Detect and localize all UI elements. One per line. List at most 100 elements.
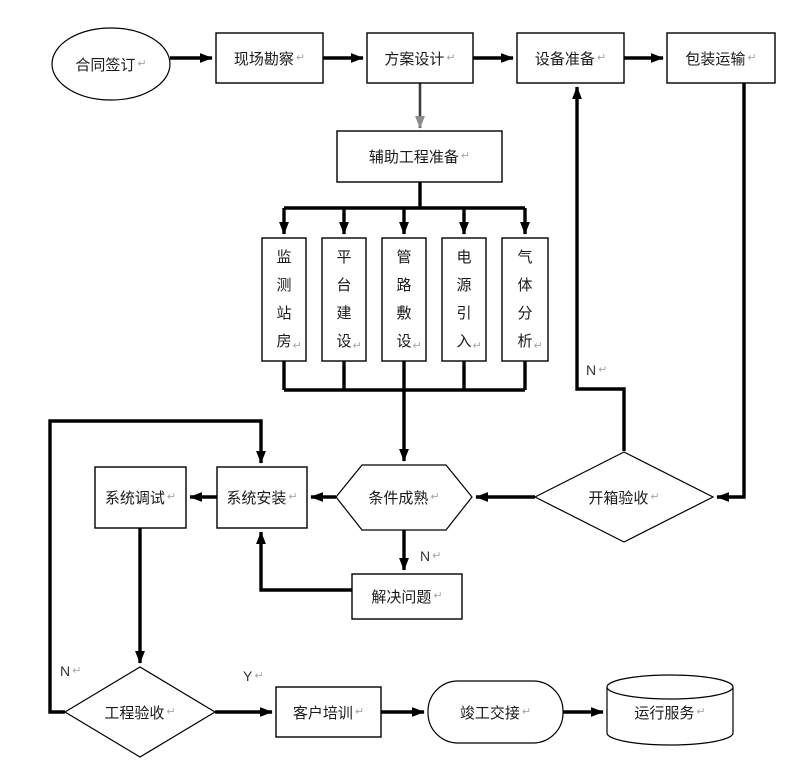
- branch-label-acceptance-yes-text: Y: [243, 668, 253, 684]
- return-mark: ↵: [696, 705, 706, 718]
- vertical-char: 电: [456, 248, 472, 266]
- return-mark: ↵: [166, 705, 176, 718]
- node-customer-training-shape: [275, 686, 382, 738]
- node-customer-training-text: 客户培训: [292, 704, 353, 722]
- node-customer-training-label: 客户培训↵: [276, 687, 381, 737]
- vertical-char: 建: [336, 304, 352, 322]
- vertical-char: 设: [396, 332, 412, 350]
- node-project-acceptance-label: 工程验收↵: [65, 667, 215, 757]
- node-system-install-text: 系统安装: [226, 490, 287, 507]
- return-mark: ↵: [412, 339, 422, 352]
- node-unpacking-inspection-shape: [533, 451, 715, 543]
- vertical-char: 设: [336, 332, 352, 350]
- node-platform-construction-label: 平 台 建 设↵: [322, 238, 366, 361]
- node-solve-problem-label: 解决问题↵: [352, 574, 462, 619]
- node-system-debug-shape: [94, 466, 187, 529]
- node-contract-sign-label: 合同签订↵: [52, 28, 170, 100]
- node-system-install-shape: [216, 466, 308, 529]
- edge-branch-collector: [282, 361, 527, 392]
- node-completion-handover-shape: [427, 680, 564, 744]
- node-site-survey-shape: [215, 32, 324, 84]
- vertical-char: 房: [276, 332, 292, 350]
- node-site-survey-text: 现场勘察: [233, 50, 294, 68]
- node-power-intro-shape: [441, 237, 487, 362]
- node-project-acceptance-shape: [63, 666, 217, 758]
- node-gas-analysis-shape: [501, 237, 549, 362]
- node-packing-transport-label: 包装运输↵: [667, 33, 775, 83]
- edge-unpacking-no-to-equipment: [572, 86, 626, 451]
- node-aux-engineering-prep-text: 辅助工程准备: [368, 149, 459, 166]
- return-mark: ↵: [432, 549, 442, 562]
- return-mark: ↵: [254, 669, 264, 682]
- vertical-char: 源: [456, 276, 472, 294]
- return-mark: ↵: [521, 705, 532, 718]
- return-mark: ↵: [137, 57, 147, 70]
- node-operation-service-label: 运行服务↵: [607, 688, 733, 736]
- node-power-intro-label: 电 源 引 入↵: [442, 238, 486, 361]
- node-aux-engineering-prep-shape: [336, 130, 503, 183]
- return-mark: ↵: [352, 339, 362, 352]
- vertical-char: 监: [276, 248, 292, 266]
- node-contract-sign-text: 合同签订: [75, 56, 136, 74]
- node-monitoring-station-shape: [261, 237, 307, 362]
- vertical-char: 平: [336, 248, 352, 266]
- node-scheme-design-label: 方案设计↵: [367, 33, 473, 83]
- node-monitoring-station-label: 监 测 站 房↵: [262, 238, 306, 361]
- vertical-char: 入: [456, 332, 472, 350]
- return-mark: ↵: [354, 705, 365, 718]
- return-mark: ↵: [72, 664, 82, 677]
- return-mark: ↵: [650, 490, 660, 503]
- node-contract-sign-shape: [51, 27, 171, 101]
- return-mark: ↵: [288, 491, 298, 503]
- vertical-char: 敷: [396, 304, 412, 322]
- node-equipment-prep-shape: [516, 32, 625, 84]
- return-mark: ↵: [598, 363, 608, 376]
- node-aux-engineering-prep-label: 辅助工程准备↵: [337, 131, 502, 182]
- node-packing-transport-shape: [666, 32, 776, 84]
- vertical-char: 气: [517, 248, 533, 266]
- return-mark: ↵: [166, 491, 177, 503]
- node-equipment-prep-text: 设备准备: [534, 50, 595, 68]
- edge-auxprep-distributor: [284, 182, 525, 210]
- vertical-char: 测: [276, 276, 292, 294]
- node-system-install-label: 系统安装↵: [217, 467, 307, 528]
- return-mark: ↵: [295, 51, 306, 64]
- node-operation-service-text: 运行服务: [634, 704, 695, 722]
- cylinder-body: [606, 687, 734, 746]
- node-completion-handover-text: 竣工交接: [459, 704, 520, 722]
- node-unpacking-inspection-text: 开箱验收: [588, 489, 649, 507]
- branch-label-acceptance-no: N↵: [60, 663, 81, 679]
- return-mark: ↵: [460, 150, 471, 162]
- node-platform-construction-shape: [321, 237, 367, 362]
- return-mark: ↵: [472, 339, 482, 352]
- node-unpacking-inspection-label: 开箱验收↵: [535, 452, 713, 542]
- cylinder-top: [606, 674, 734, 700]
- node-scheme-design-text: 方案设计: [384, 50, 445, 68]
- node-packing-transport-text: 包装运输: [685, 50, 746, 68]
- vertical-char: 管: [396, 248, 412, 266]
- branch-label-acceptance-no-text: N: [60, 663, 71, 679]
- vertical-char: 引: [456, 304, 472, 322]
- branch-label-unpacking-no: N↵: [586, 362, 607, 378]
- branch-label-acceptance-yes: Y↵: [243, 668, 264, 684]
- node-operation-service-shape: [606, 674, 734, 746]
- vertical-char: 分: [517, 304, 533, 322]
- vertical-char: 析: [517, 332, 533, 350]
- edge-packing-to-unpacking: [716, 83, 746, 502]
- node-completion-handover-label: 竣工交接↵: [428, 681, 563, 743]
- branch-label-unpacking-no-text: N: [586, 362, 597, 378]
- node-pipeline-laying-shape: [381, 237, 427, 362]
- node-scheme-design-shape: [366, 32, 474, 84]
- node-gas-analysis-label: 气 体 分 析↵: [502, 238, 548, 361]
- edge-solve-to-install: [256, 531, 352, 592]
- edge-acceptance-no-loop-to-install: [48, 419, 266, 714]
- vertical-char: 体: [517, 276, 533, 294]
- branch-label-conditions-no-text: N: [420, 548, 431, 564]
- node-project-acceptance-text: 工程验收: [104, 704, 165, 722]
- node-conditions-ready-label: 条件成熟↵: [336, 465, 472, 530]
- node-system-debug-label: 系统调试↵: [95, 467, 186, 528]
- node-conditions-ready-text: 条件成熟: [368, 490, 429, 507]
- return-mark: ↵: [747, 51, 757, 64]
- node-solve-problem-shape: [351, 573, 463, 620]
